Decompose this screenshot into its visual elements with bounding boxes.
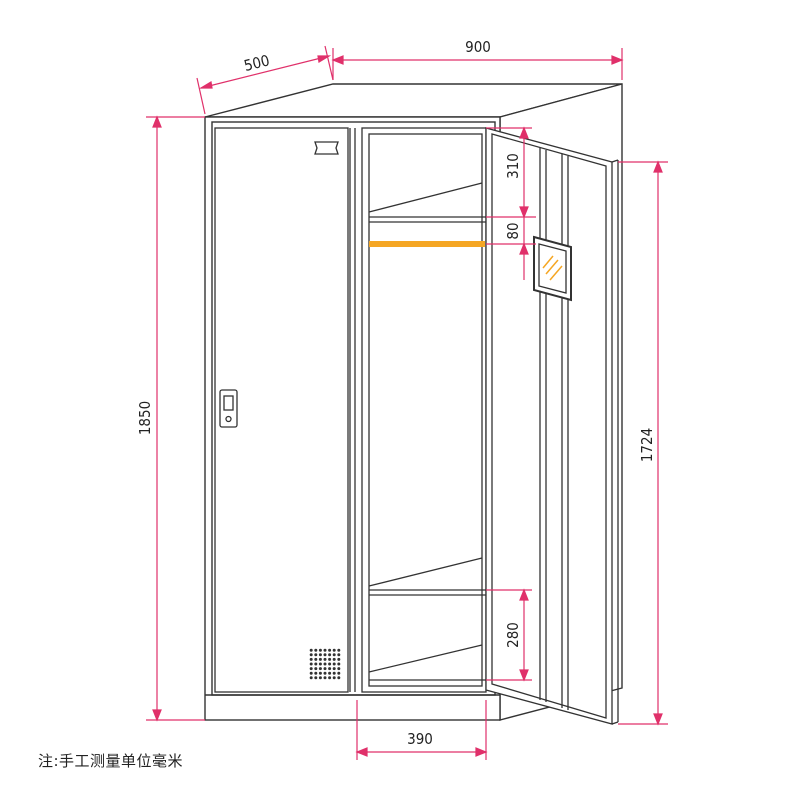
nameplate-icon bbox=[533, 235, 572, 302]
lock-icon bbox=[219, 389, 238, 428]
open-compartment bbox=[361, 127, 487, 693]
dim-bottom-shelf: 280 bbox=[504, 622, 522, 648]
dim-rail-gap: 80 bbox=[504, 222, 522, 239]
dim-height-door: 1724 bbox=[638, 428, 656, 462]
dim-depth: 500 bbox=[242, 51, 271, 75]
dim-width: 900 bbox=[465, 38, 491, 56]
top-vent-icon bbox=[314, 141, 339, 155]
unit-note: 注:手工测量单位毫米 bbox=[38, 752, 184, 770]
dim-top-shelf: 310 bbox=[504, 153, 522, 179]
dim-height-total: 1850 bbox=[136, 401, 154, 435]
bottom-vent-icon bbox=[309, 648, 341, 680]
dim-inner-width: 390 bbox=[407, 730, 433, 748]
open-door bbox=[485, 127, 619, 725]
dimension-lines bbox=[146, 45, 668, 760]
left-door bbox=[214, 127, 356, 693]
hanging-rail bbox=[369, 241, 485, 247]
